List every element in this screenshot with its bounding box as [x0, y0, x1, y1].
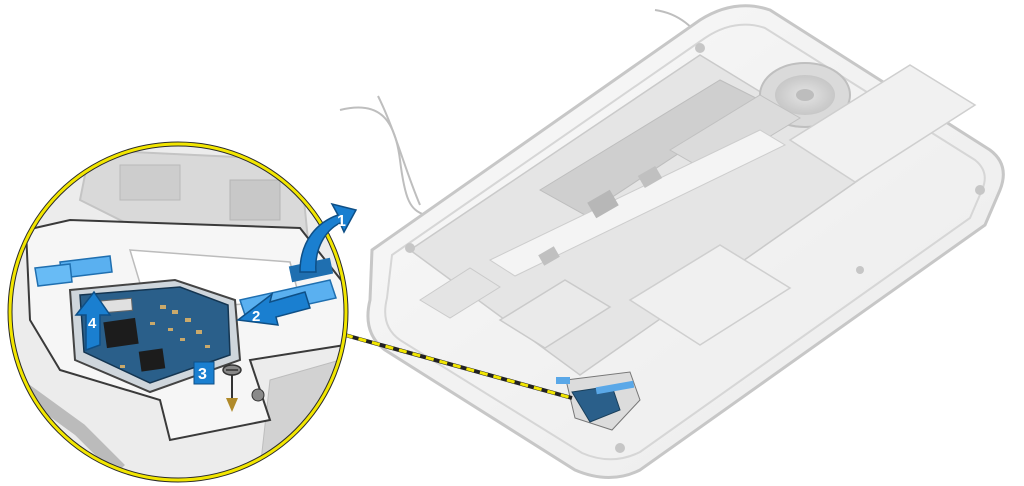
background-chip — [229, 179, 281, 221]
chip — [637, 165, 663, 189]
screw-hole — [695, 43, 705, 53]
screw-hole — [251, 388, 265, 402]
board-small — [556, 371, 641, 431]
screw-hole — [975, 185, 985, 195]
ic-chip — [138, 348, 166, 372]
speaker-area — [419, 267, 501, 319]
cpu-chip — [587, 189, 619, 219]
step-number: 1 — [337, 213, 346, 230]
cable-tab-small — [556, 377, 570, 384]
step-badge-4: 4 — [88, 315, 97, 332]
chip — [538, 246, 560, 266]
chassis-inner-edge — [384, 23, 986, 461]
lift-arrow-icon — [299, 202, 358, 273]
step-number: 4 — [88, 315, 97, 332]
screw-hole — [405, 243, 415, 253]
bracket-strip — [488, 129, 787, 277]
slide-arrow-icon — [236, 291, 311, 326]
background-chip — [119, 164, 181, 201]
antenna-cable — [339, 106, 426, 216]
lift-arrow-icon — [74, 290, 112, 352]
step-number: 3 — [198, 366, 207, 383]
screw-hole — [856, 266, 864, 274]
step-number: 2 — [252, 308, 260, 325]
cable-strip-small — [595, 380, 635, 395]
screw-icon — [222, 364, 265, 412]
laptop-base — [339, 4, 1005, 479]
magnified-callout — [7, 141, 349, 483]
ic-chip — [103, 317, 139, 349]
step-badge-2: 2 — [252, 308, 260, 325]
step-badge-1: 1 — [337, 213, 346, 230]
battery-plate — [788, 64, 977, 183]
callout-connector — [344, 333, 573, 400]
ssd-bay — [628, 244, 792, 346]
wlan-card — [498, 279, 612, 349]
background-cable — [20, 384, 125, 475]
step-badge-3: 3 — [193, 361, 215, 385]
screw-hole — [615, 443, 625, 453]
antenna-cable — [377, 95, 421, 206]
